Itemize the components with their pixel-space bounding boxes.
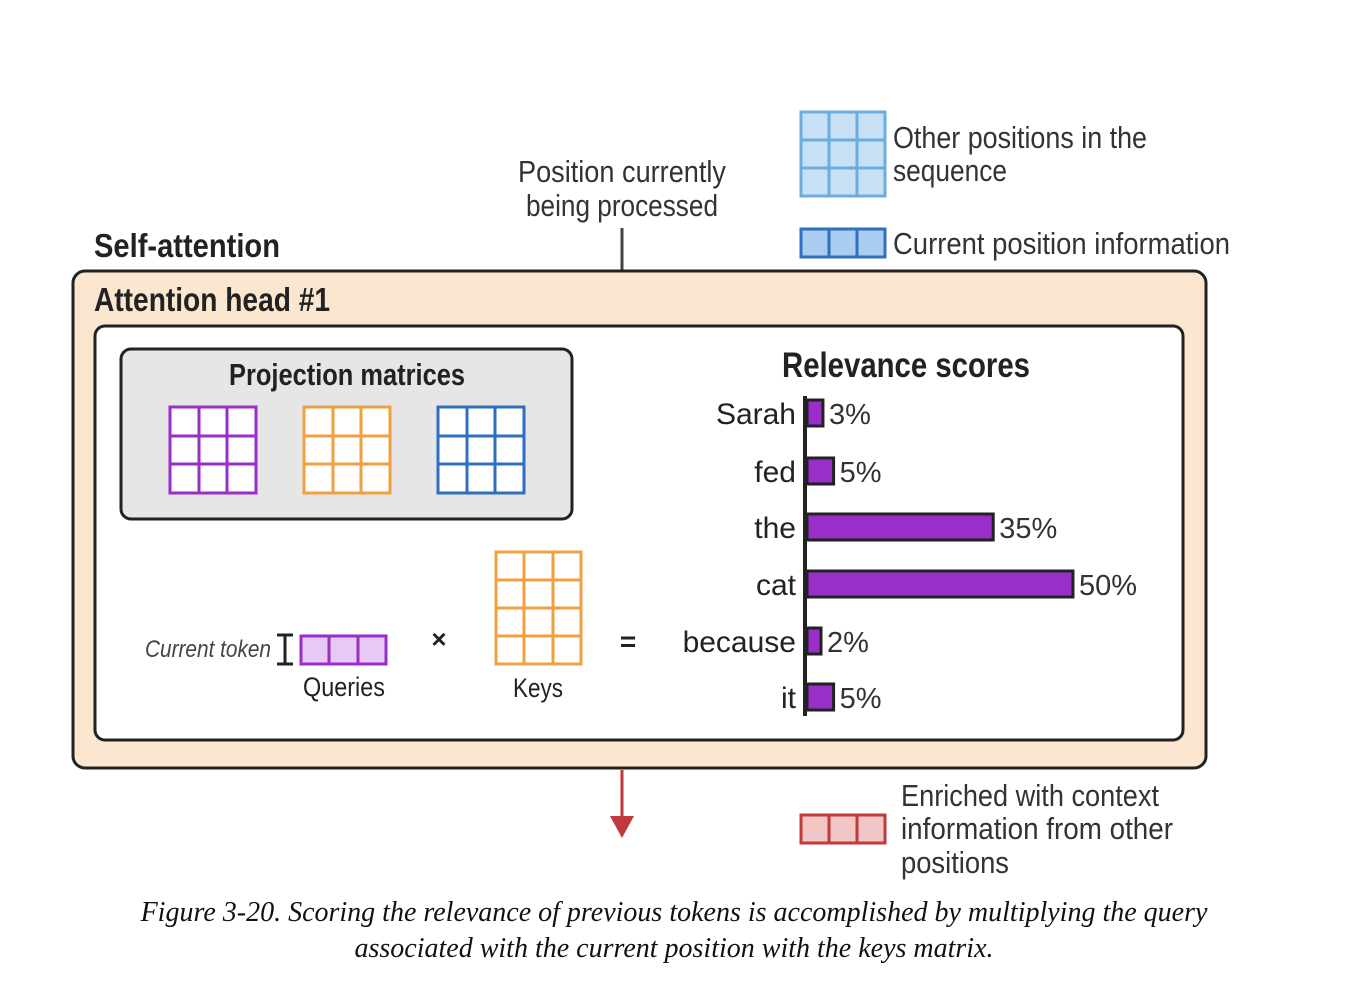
self-attention-heading: Self-attention xyxy=(94,227,280,264)
relevance-token-label: fed xyxy=(754,456,796,489)
relevance-scores-title: Relevance scores xyxy=(782,346,1030,385)
legend-other-positions-icon xyxy=(799,110,887,198)
keys-matrix xyxy=(494,550,583,666)
text-cursor-icon xyxy=(277,633,293,666)
equals-sign: = xyxy=(620,626,636,657)
relevance-value-label: 5% xyxy=(840,683,882,715)
relevance-value-label: 35% xyxy=(999,513,1057,545)
output-arrow-down-icon xyxy=(610,770,634,838)
relevance-value-label: 5% xyxy=(840,457,882,489)
keys-label: Keys xyxy=(513,673,563,703)
legend-current-label: Current position information xyxy=(893,226,1230,261)
legend-other-label-line1: Other positions in the xyxy=(893,120,1147,155)
relevance-token-label: it xyxy=(781,682,797,715)
relevance-bar xyxy=(805,398,825,428)
position-label-line1: Position currently xyxy=(518,154,726,189)
relevance-token-label: the xyxy=(754,512,796,545)
relevance-bar xyxy=(805,456,836,486)
relevance-bar xyxy=(805,512,995,542)
query-projection-matrix xyxy=(168,405,258,495)
relevance-token-label: Sarah xyxy=(716,398,796,431)
relevance-value-label: 50% xyxy=(1079,570,1137,602)
current-token-label: Current token xyxy=(145,636,271,663)
legend-current-position-icon xyxy=(799,227,887,259)
legend-enriched-line2: information from other xyxy=(901,811,1173,846)
relevance-bar xyxy=(805,626,823,656)
projection-matrices-title: Projection matrices xyxy=(229,357,465,392)
multiply-sign: × xyxy=(431,624,446,654)
position-label-line2: being processed xyxy=(526,188,718,223)
caption-line-1: Figure 3-20. Scoring the relevance of pr… xyxy=(140,897,1208,928)
relevance-token-label: because xyxy=(683,626,796,659)
relevance-token-label: cat xyxy=(756,569,797,602)
attention-head-title: Attention head #1 xyxy=(94,281,330,318)
relevance-bars: Sarah 3% fed 5% the 35% cat 50% because 2% it 5% xyxy=(683,398,1137,715)
legend-other-label-line2: sequence xyxy=(893,153,1007,188)
relevance-bar xyxy=(805,682,836,712)
relevance-value-label: 3% xyxy=(829,399,871,431)
legend-enriched-icon xyxy=(799,813,887,845)
caption-line-2: associated with the current position wit… xyxy=(354,933,994,964)
legend-enriched-line1: Enriched with context xyxy=(901,778,1159,813)
relevance-value-label: 2% xyxy=(827,627,869,659)
key-projection-matrix xyxy=(302,405,392,495)
relevance-bar xyxy=(805,569,1075,599)
queries-row-matrix xyxy=(299,634,388,666)
queries-label: Queries xyxy=(303,672,385,702)
legend-enriched-line3: positions xyxy=(901,845,1009,880)
value-projection-matrix xyxy=(436,405,526,495)
figure-caption: Figure 3-20. Scoring the relevance of pr… xyxy=(40,895,1308,967)
